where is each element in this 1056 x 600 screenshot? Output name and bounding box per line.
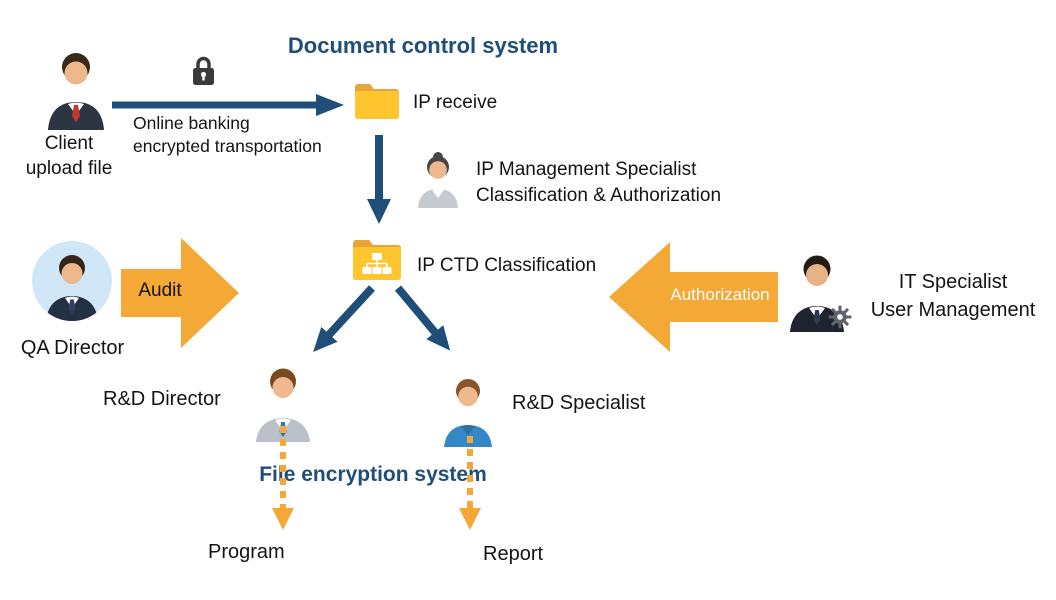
transport-label-line2: encrypted transportation (133, 136, 322, 156)
file-encryption-system-title: File encryption system (259, 463, 487, 486)
ip-management-label-line2: Classification & Authorization (476, 185, 722, 206)
ip-ctd-folder-icon (350, 232, 404, 283)
transport-label: Online banking encrypted transportation (133, 112, 383, 158)
arrow-rd-specialist-to-report (457, 434, 483, 534)
lock-icon (190, 55, 217, 88)
ip-ctd-label: IP CTD Classification (417, 255, 597, 276)
authorization-arrow: Authorization (606, 238, 778, 356)
program-label: Program (208, 541, 285, 563)
qa-director-label: QA Director (20, 337, 125, 359)
it-specialist-avatar-icon (785, 252, 853, 332)
document-control-system-title: Document control system (287, 33, 559, 58)
it-label-line2: User Management (870, 299, 1036, 321)
ip-management-specialist-avatar-icon (414, 150, 462, 208)
ip-management-label-line1: IP Management Specialist (476, 159, 697, 180)
rd-specialist-label: R&D Specialist (512, 392, 646, 414)
arrow-ip-receive-to-ctd (365, 133, 393, 226)
transport-label-line1: Online banking (133, 113, 250, 133)
authorization-label: Authorization (670, 285, 770, 304)
client-label-line1: Client (44, 133, 94, 154)
client-label: Client upload file (4, 131, 134, 181)
rd-director-label: R&D Director (103, 388, 221, 410)
ip-receive-label: IP receive (413, 92, 498, 113)
gear-icon (827, 304, 853, 330)
client-label-line2: upload file (25, 158, 113, 179)
report-label: Report (483, 543, 544, 565)
audit-label: Audit (138, 280, 182, 301)
arrow-rd-director-to-program (270, 424, 296, 534)
qa-director-avatar-icon (32, 241, 112, 321)
arrow-ctd-to-rd-director (292, 284, 384, 368)
it-label-line1: IT Specialist (898, 271, 1008, 293)
audit-arrow: Audit (121, 232, 241, 354)
ip-management-specialist-label: IP Management Specialist Classification … (476, 157, 721, 209)
arrow-ctd-to-rd-specialist (392, 284, 474, 366)
it-specialist-label: IT Specialist User Management (855, 268, 1051, 324)
arrow-client-to-ip-receive (110, 92, 346, 118)
client-avatar-icon (40, 46, 112, 130)
ip-receive-folder-icon (352, 77, 402, 122)
